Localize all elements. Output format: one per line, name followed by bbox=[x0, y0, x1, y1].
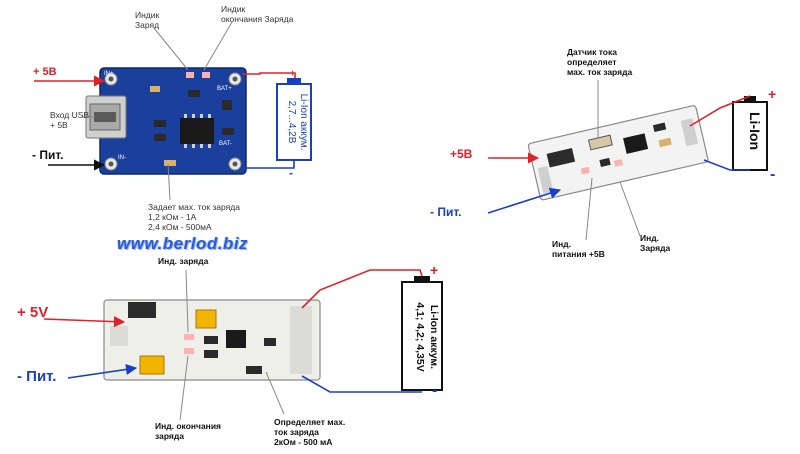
watermark: www.berlod.biz bbox=[117, 234, 249, 253]
m2-bat-plus: + bbox=[768, 86, 777, 102]
m2-battery-label: Li-Ion bbox=[747, 112, 763, 151]
m1-pcb-bat-minus: BAT- bbox=[219, 141, 232, 147]
module2-board bbox=[527, 105, 709, 201]
m2-plus-label: +5В bbox=[450, 147, 473, 161]
m1-battery-label: Li-Ion аккум.2,7...4,2В bbox=[286, 93, 309, 151]
module1-battery bbox=[276, 78, 312, 161]
m3-minus-label: - Пит. bbox=[17, 368, 57, 385]
m1-minus-label: - Пит. bbox=[32, 148, 64, 162]
m1-usb-in-label: Вход USB+ 5В bbox=[50, 110, 90, 130]
module3-board bbox=[103, 299, 321, 381]
m3-bat-plus: + bbox=[430, 262, 439, 278]
m1-bat-plus: + bbox=[290, 68, 296, 78]
m1-pcb-bat-plus: BAT+ bbox=[217, 86, 232, 92]
module3-battery bbox=[401, 276, 443, 391]
m2-bat-minus: - bbox=[770, 166, 776, 183]
m3-ind-charge-label: Инд. заряда bbox=[158, 256, 209, 266]
m2-ind-power-label: Инд.питания +5В bbox=[552, 239, 605, 259]
m2-ind-charge-label: Инд.Заряда bbox=[640, 233, 671, 253]
m2-minus-label: - Пит. bbox=[430, 205, 462, 219]
m3-plus-label: + 5V bbox=[17, 304, 49, 321]
m1-bat-minus: - bbox=[289, 166, 293, 180]
module1-board bbox=[85, 67, 247, 175]
module2-battery bbox=[732, 96, 768, 171]
m1-pcb-in-plus: IN+ bbox=[104, 71, 114, 77]
m1-pcb-in-minus: IN- bbox=[118, 155, 126, 161]
m1-plus-label: + 5В bbox=[33, 66, 57, 78]
m3-battery-label: Li-Ion аккум.4,1; 4,2; 4,35V bbox=[414, 302, 440, 372]
m3-bat-minus: - bbox=[432, 382, 438, 399]
